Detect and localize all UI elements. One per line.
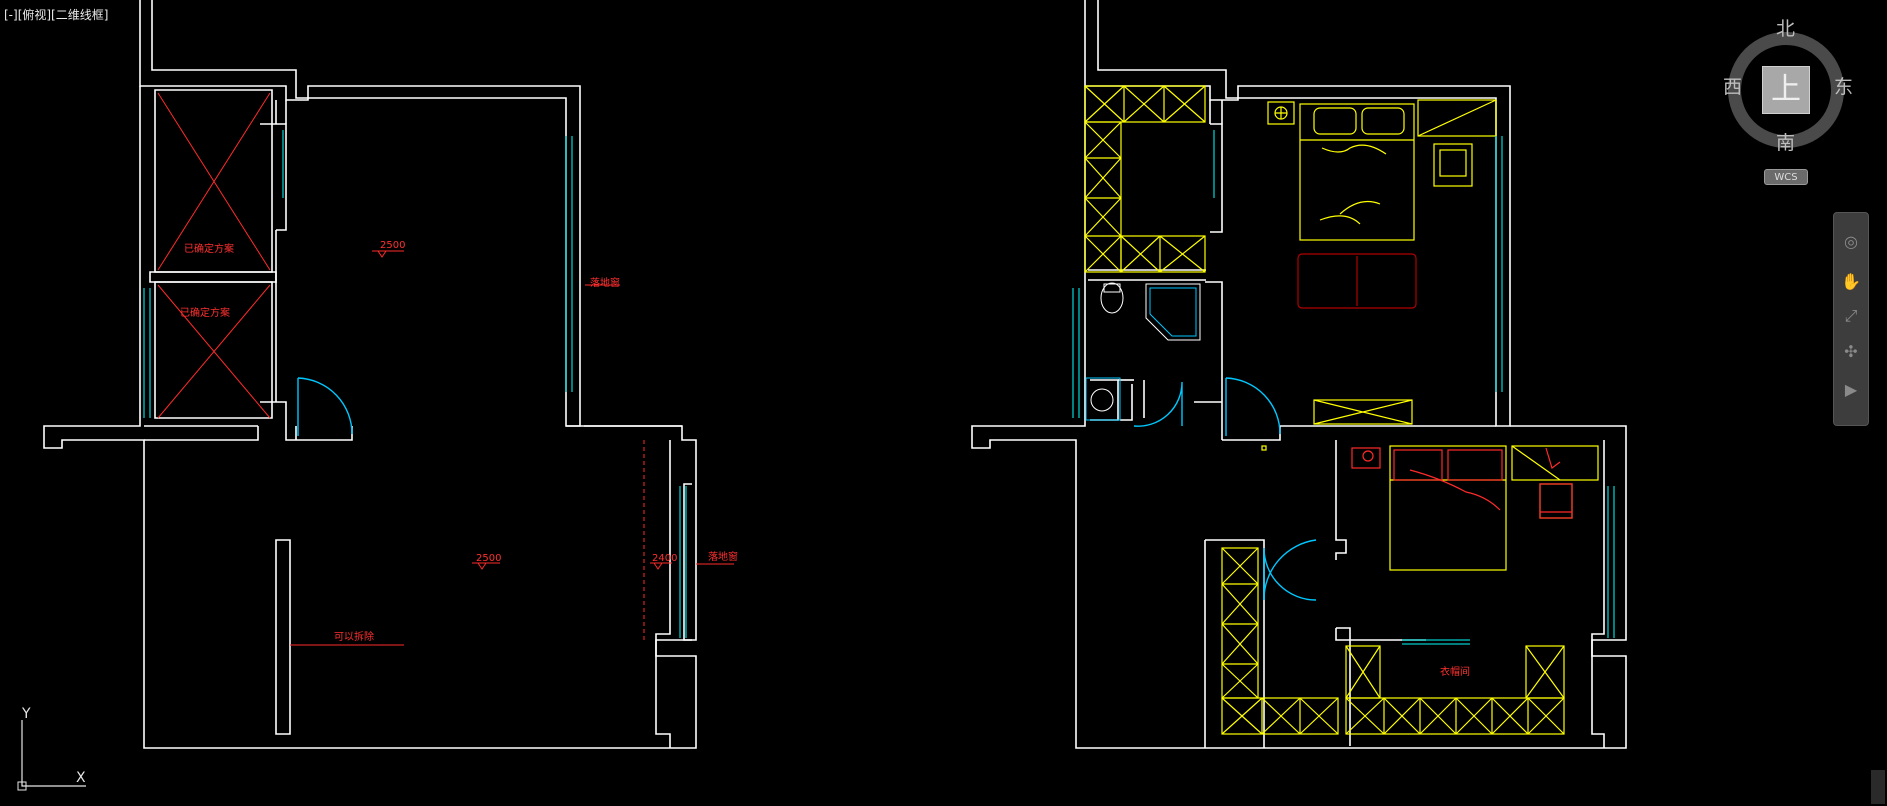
left-plan-walls: [43, 0, 697, 749]
compass-south[interactable]: 南: [1776, 132, 1796, 154]
ucs-icon: Y X: [16, 706, 96, 792]
compass-east[interactable]: 东: [1834, 76, 1854, 98]
left-plan-door: [297, 377, 353, 436]
window-label: 落地窗: [708, 550, 738, 563]
right-plan-red-furniture: [1297, 253, 1573, 519]
note-label: 可以拆除: [334, 630, 374, 643]
view-cube[interactable]: 上 北 南 西 东: [1723, 18, 1854, 188]
wcs-menu-button[interactable]: WCS: [1764, 169, 1808, 185]
view-cube-face-top[interactable]: 上: [1762, 66, 1810, 114]
left-plan-windows: [143, 130, 687, 638]
compass-north[interactable]: 北: [1776, 18, 1796, 40]
right-plan-doors: [1133, 377, 1317, 601]
right-plan-windows: [1072, 130, 1615, 645]
pan-icon[interactable]: ✋: [1841, 272, 1861, 291]
scrollbar[interactable]: [1871, 770, 1885, 804]
orbit-icon[interactable]: ✣: [1844, 342, 1858, 361]
ucs-y-label: Y: [22, 706, 31, 722]
height-label: 2500: [476, 553, 501, 564]
height-label: 2500: [380, 240, 405, 251]
room-label: 衣帽间: [1440, 665, 1470, 678]
window-label: 落地窗: [590, 276, 620, 289]
right-plan-bathroom: [1085, 282, 1201, 421]
left-plan-annotations: [157, 92, 734, 646]
ucs-x-label: X: [76, 770, 86, 786]
right-plan-walls: [971, 0, 1627, 749]
full-navigation-wheel-icon[interactable]: ◎: [1844, 232, 1858, 251]
room-label: 已确定方案: [180, 306, 230, 319]
viewport-controls-label[interactable]: [-][俯视][二维线框]: [4, 8, 109, 22]
showmotion-icon[interactable]: ▶: [1844, 380, 1858, 399]
height-label: 2400: [652, 553, 677, 564]
right-plan-furniture: [1084, 85, 1599, 735]
compass-west[interactable]: 西: [1723, 76, 1743, 98]
zoom-icon[interactable]: ⤢: [1844, 306, 1858, 325]
room-label: 已确定方案: [184, 242, 234, 255]
navigation-bar: ◎ ✋ ⤢ ✣ ▶: [1833, 212, 1869, 426]
left-plan-text: 已确定方案 已确定方案 2500 落地窗 2500 2400 落地窗 可以拆除: [180, 240, 738, 643]
